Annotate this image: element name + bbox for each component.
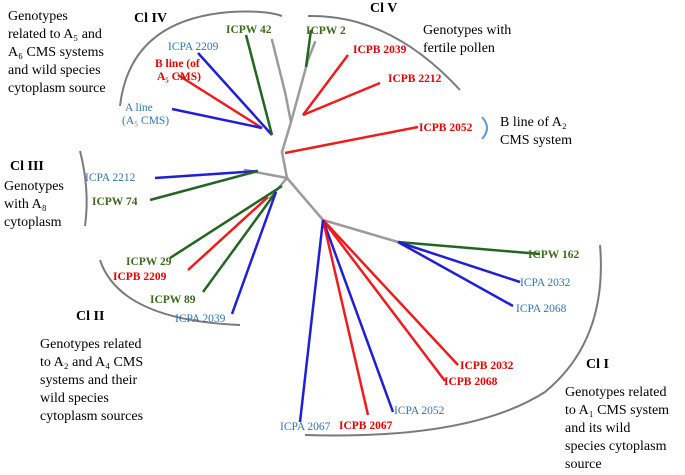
- leaf-label-icpw-89: ICPW 89: [150, 294, 196, 306]
- cluster-label-cl4: Cl IV: [134, 11, 167, 26]
- branch-cl1: [285, 176, 400, 244]
- b-line-note: B line of A₂ CMS system: [500, 115, 572, 148]
- cluster-label-cl3: Cl III: [10, 159, 44, 174]
- cluster-label-cl1: Cl I: [586, 357, 609, 372]
- line-icpw-89: [201, 191, 278, 293]
- desc-cl2: Genotypes related to A₂ and A₄ CMS syste…: [40, 337, 147, 424]
- line-icpb-2052: [284, 125, 419, 155]
- line-icpa-2209: [197, 52, 273, 136]
- leaf-label-icpw-42: ICPW 42: [226, 24, 272, 36]
- bracket-cl4: [119, 10, 283, 107]
- desc-cl1: Genotypes related to A₁ CMS system and i…: [565, 385, 673, 472]
- leaf-label-icpw-162: ICPW 162: [528, 249, 579, 261]
- bracket-cl3: [79, 150, 88, 227]
- leaf-label-icpb-2209: ICPB 2209: [113, 271, 167, 283]
- cluster-descriptions: Genotypes related to A₅ and A₆ CMS syste…: [4, 9, 673, 472]
- line-icpb-2209: [187, 196, 269, 271]
- leaf-label-b-line-a5: B line (of A₅ CMS): [155, 58, 203, 83]
- line-icpw-29: [169, 184, 283, 260]
- leaf-label-icpb-2067: ICPB 2067: [339, 420, 393, 432]
- line-icpw-162: [397, 240, 541, 256]
- cluster-brackets: [79, 10, 602, 437]
- leaf-label-icpa-2068: ICPA 2068: [516, 303, 567, 315]
- bracket-cl5: [307, 14, 461, 91]
- line-icpw-42: [244, 34, 274, 136]
- branch-mid: [280, 150, 289, 180]
- leaf-label-icpw-29: ICPW 29: [126, 256, 172, 268]
- branch-cl4: [270, 38, 293, 154]
- leaf-label-icpb-2068: ICPB 2068: [444, 376, 498, 388]
- desc-cl5: Genotypes with fertile pollen: [423, 23, 515, 56]
- line-icpa-2212: [154, 169, 259, 180]
- line-a-line-a5: [171, 107, 263, 130]
- line-icpa-2067: [298, 219, 325, 423]
- branch-cl5: [289, 40, 317, 124]
- line-icpb-2039: [302, 54, 349, 116]
- line-icpa-2039: [230, 191, 278, 315]
- bracket-cl2: [99, 259, 241, 326]
- bracket-cl1: [304, 244, 602, 437]
- desc-cl4: Genotypes related to A₅ and A₆ CMS syste…: [8, 9, 107, 96]
- line-icpa-2068: [397, 240, 514, 308]
- leaf-label-icpb-2039: ICPB 2039: [353, 44, 407, 56]
- line-icpw-2: [304, 29, 313, 68]
- leaf-label-icpb-2032: ICPB 2032: [460, 360, 514, 372]
- leaf-label-a-line-a5: A line (A₅ CMS): [122, 102, 169, 127]
- line-icpb-2032: [322, 219, 459, 366]
- cluster-label-cl5: Cl V: [370, 1, 397, 16]
- line-icpw-74: [149, 169, 259, 202]
- leaf-labels: ICPA 2209 ICPW 42 B line (of A₅ CMS) A l…: [85, 24, 579, 433]
- leaf-label-icpb-2052: ICPB 2052: [419, 122, 473, 134]
- leaf-label-icpa-2212: ICPA 2212: [85, 172, 136, 184]
- bracket-b-line: [481, 116, 488, 140]
- leaf-branches: [149, 29, 541, 423]
- line-icpa-2052: [321, 219, 395, 413]
- desc-cl3: Genotypes with A₈ cytoplasm: [4, 179, 67, 230]
- leaf-label-icpw-2: ICPW 2: [306, 25, 346, 37]
- line-icpb-2067: [321, 219, 370, 416]
- line-icpa-2032: [397, 240, 521, 284]
- leaf-label-icpw-74: ICPW 74: [92, 196, 138, 208]
- leaf-label-icpb-2212: ICPB 2212: [388, 73, 442, 85]
- leaf-label-icpa-2039: ICPA 2039: [175, 313, 226, 325]
- leaf-label-icpa-2032: ICPA 2032: [520, 277, 571, 289]
- line-icpb-2068: [322, 219, 446, 382]
- cluster-label-cl2: Cl II: [76, 309, 104, 324]
- leaf-label-icpa-2209: ICPA 2209: [168, 41, 219, 53]
- line-icpb-2212: [302, 81, 381, 117]
- leaf-label-icpa-2067: ICPA 2067: [280, 421, 331, 433]
- cluster-labels: Cl IV Cl V Cl III Cl II Cl I: [10, 1, 609, 372]
- line-b-line-a5: [177, 73, 263, 130]
- leaf-label-icpa-2052: ICPA 2052: [394, 405, 445, 417]
